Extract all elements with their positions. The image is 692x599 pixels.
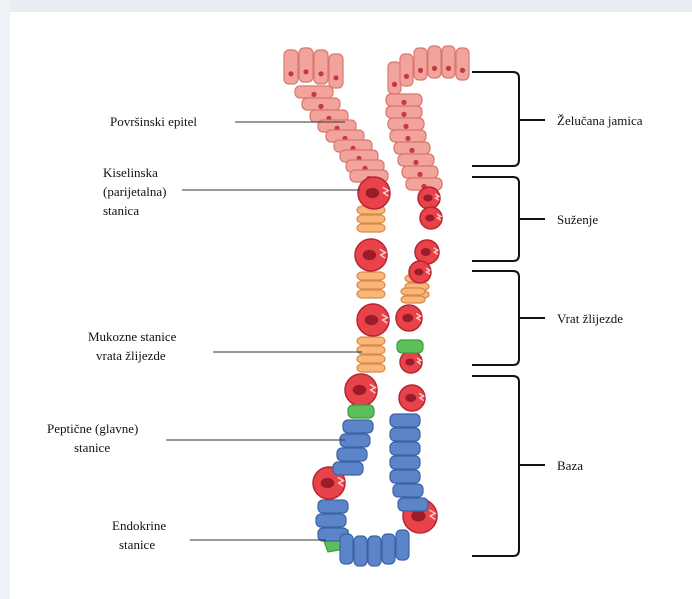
surface-cell: [388, 118, 424, 130]
bracket-gland-neck: [472, 271, 519, 365]
label-mucous-neck-cells: Mukozne stanice vrata žlijezde: [88, 329, 362, 363]
parietal-cell: [400, 351, 422, 373]
parietal-cell: [418, 187, 440, 209]
mucous-neck-cell: [357, 355, 385, 363]
surface-cell: [394, 142, 430, 154]
parietal-cell: [358, 177, 390, 209]
surface-cell: [414, 48, 427, 80]
svg-text:Površinski epitel: Površinski epitel: [110, 114, 197, 129]
gland-cells: [284, 46, 469, 566]
chief-cell: [382, 534, 395, 564]
label-gland-neck: Vrat žlijezde: [557, 311, 623, 326]
surface-cell: [388, 62, 401, 94]
endocrine-cell: [348, 405, 374, 418]
parietal-cell: [420, 207, 442, 229]
region-brackets: [472, 72, 545, 556]
chief-cell: [340, 534, 353, 564]
svg-text:stanice: stanice: [74, 440, 110, 455]
surface-cell: [442, 46, 455, 78]
chief-cell: [333, 462, 363, 475]
chief-cell: [398, 498, 428, 511]
chief-cell: [343, 420, 373, 433]
surface-cell: [456, 48, 469, 80]
parietal-cell: [355, 239, 387, 271]
parietal-cell: [396, 305, 422, 331]
chief-cell: [318, 500, 348, 513]
bracket-isthmus: [472, 177, 519, 261]
bracket-gastric-pit: [472, 72, 519, 166]
mucous-neck-cell: [357, 346, 385, 354]
chief-cell: [316, 514, 346, 527]
mucous-neck-cell: [357, 290, 385, 298]
chief-cell: [390, 470, 420, 483]
chief-cell: [390, 414, 420, 427]
label-chief-cells: Peptične (glavne) stanice: [47, 421, 345, 455]
surface-cell: [386, 94, 422, 106]
label-endocrine-cells: Endokrine stanice: [112, 518, 326, 552]
chief-cell: [337, 448, 367, 461]
endocrine-cell: [397, 340, 423, 353]
label-gastric-pit: Želučana jamica: [557, 113, 643, 128]
chief-cell: [390, 456, 420, 469]
mucous-neck-cell: [357, 281, 385, 289]
surface-cell: [314, 50, 328, 84]
svg-text:Peptične (glavne): Peptične (glavne): [47, 421, 138, 436]
surface-cell: [329, 54, 343, 88]
chief-cell: [354, 536, 367, 566]
chief-cell: [396, 530, 409, 560]
chief-cell: [390, 428, 420, 441]
surface-cell: [402, 166, 438, 178]
surface-cell: [299, 48, 313, 82]
surface-cell: [284, 50, 298, 84]
svg-text:Mukozne stanice: Mukozne stanice: [88, 329, 177, 344]
chief-cell: [393, 484, 423, 497]
mucous-neck-cell: [401, 288, 425, 295]
bracket-base: [472, 376, 519, 556]
parietal-cell: [409, 261, 431, 283]
mucous-neck-cell: [357, 224, 385, 232]
label-parietal-cell: Kiselinska (parijetalna) stanica: [103, 165, 360, 218]
svg-text:vrata žlijezde: vrata žlijezde: [96, 348, 166, 363]
parietal-cell: [399, 385, 425, 411]
surface-cell: [295, 86, 333, 98]
surface-cell: [390, 130, 426, 142]
mucous-neck-cell: [357, 364, 385, 372]
svg-text:stanice: stanice: [119, 537, 155, 552]
mucous-neck-cell: [357, 215, 385, 223]
surface-cell: [386, 106, 422, 118]
mucous-neck-cell: [357, 337, 385, 345]
surface-cell: [428, 46, 441, 78]
chief-cell: [390, 442, 420, 455]
svg-text:stanica: stanica: [103, 203, 139, 218]
svg-text:Kiselinska: Kiselinska: [103, 165, 158, 180]
label-isthmus: Suženje: [557, 212, 598, 227]
chief-cell: [368, 536, 381, 566]
mucous-neck-cell: [401, 296, 425, 303]
svg-text:Endokrine: Endokrine: [112, 518, 166, 533]
surface-cell: [400, 54, 413, 86]
label-base: Baza: [557, 458, 583, 473]
mucous-neck-cell: [357, 272, 385, 280]
surface-cell: [302, 98, 340, 110]
parietal-cell: [357, 304, 389, 336]
surface-cell: [398, 154, 434, 166]
parietal-cell: [345, 374, 377, 406]
svg-text:(parijetalna): (parijetalna): [103, 184, 167, 199]
